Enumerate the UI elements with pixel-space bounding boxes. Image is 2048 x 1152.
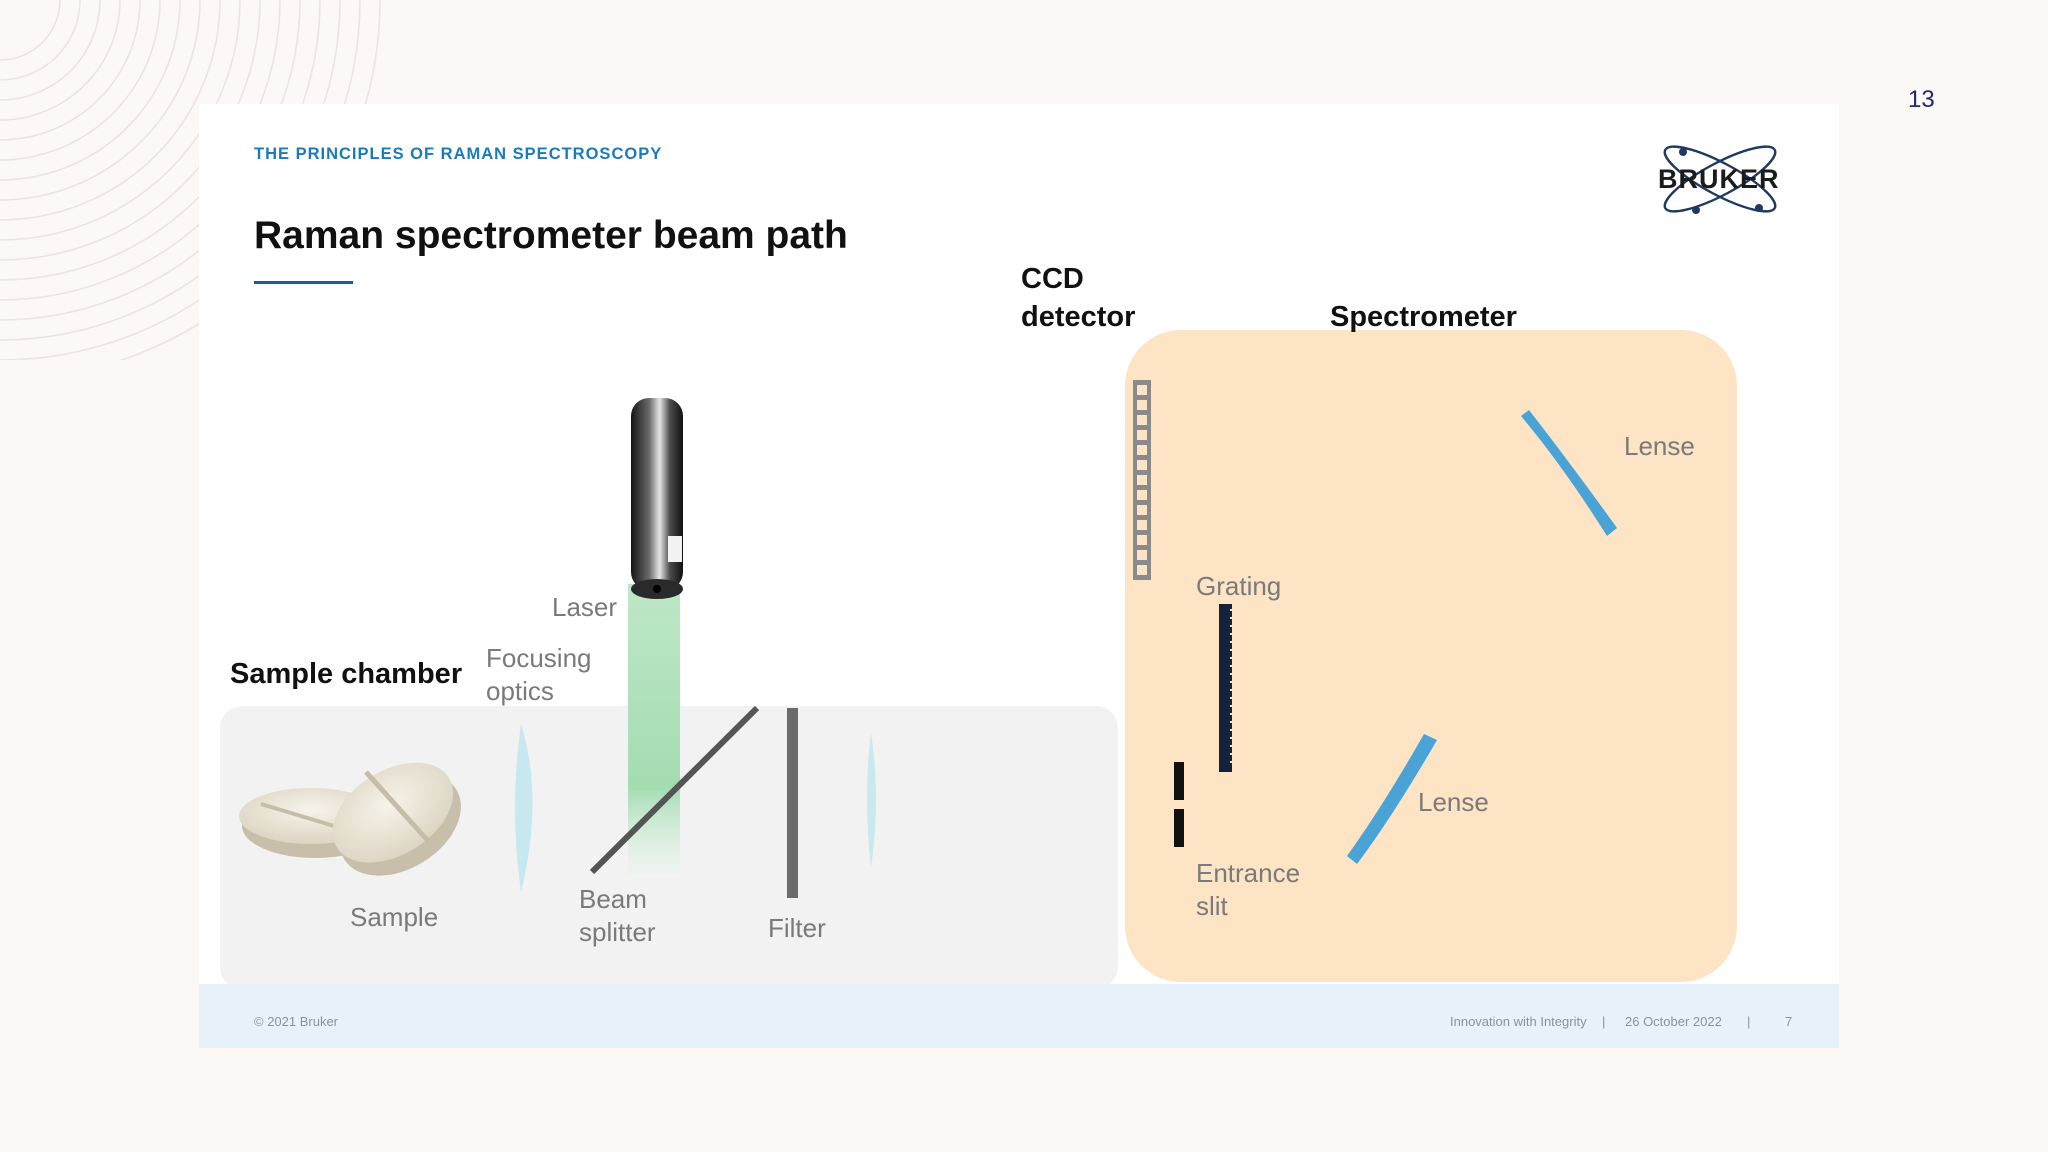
label-ccd-line1: CCD bbox=[1021, 263, 1084, 295]
label-filter: Filter bbox=[768, 913, 826, 943]
label-focusing-optics: Focusing optics bbox=[486, 642, 592, 708]
sample-pills-icon bbox=[239, 762, 461, 876]
section-heading: THE PRINCIPLES OF RAMAN SPECTROSCOPY bbox=[254, 145, 663, 163]
grating-icon bbox=[1219, 604, 1234, 772]
label-ccd-line2: detector bbox=[1021, 301, 1136, 333]
title-underline bbox=[254, 281, 353, 284]
label-entrance-line2: slit bbox=[1196, 891, 1228, 921]
label-beam-line1: Beam bbox=[579, 884, 647, 914]
footer-date: 26 October 2022 bbox=[1625, 1014, 1722, 1029]
label-beam-line2: splitter bbox=[579, 917, 656, 947]
label-focusing-line1: Focusing bbox=[486, 643, 592, 673]
label-sample: Sample bbox=[350, 902, 439, 932]
label-entrance-slit: Entrance slit bbox=[1196, 857, 1300, 923]
label-entrance-line1: Entrance bbox=[1196, 858, 1301, 888]
label-beam-splitter: Beam splitter bbox=[579, 883, 656, 949]
slide-footer bbox=[199, 984, 1839, 1048]
entrance-slit-icon bbox=[1174, 762, 1184, 847]
focusing-lens-icon bbox=[515, 724, 533, 892]
slide-title: Raman spectrometer beam path bbox=[254, 214, 848, 257]
footer-copyright: © 2021 Bruker bbox=[254, 1014, 339, 1029]
footer-separator-2: | bbox=[1747, 1014, 1751, 1029]
beam-path-diagram bbox=[220, 330, 1737, 984]
label-lense-bottom: Lense bbox=[1418, 787, 1489, 817]
page-number: 13 bbox=[1908, 86, 1935, 113]
footer-separator-1: | bbox=[1602, 1014, 1606, 1029]
beam-splitter-icon bbox=[589, 705, 760, 875]
bruker-logo-text: BRUKER bbox=[1658, 164, 1780, 194]
filter-icon bbox=[787, 708, 798, 898]
label-laser: Laser bbox=[552, 592, 618, 622]
footer-tagline: Innovation with Integrity bbox=[1450, 1014, 1587, 1029]
ccd-detector-icon bbox=[1133, 380, 1151, 580]
label-spectrometer: Spectrometer bbox=[1330, 301, 1517, 333]
label-focusing-line2: optics bbox=[486, 676, 554, 706]
label-ccd-detector: CCD detector bbox=[1021, 260, 1135, 336]
collection-lens-icon bbox=[867, 732, 876, 868]
bruker-logo-icon bbox=[1663, 145, 1777, 214]
lense-top-icon bbox=[1521, 410, 1617, 536]
label-sample-chamber: Sample chamber bbox=[230, 658, 463, 690]
slide: THE PRINCIPLES OF RAMAN SPECTROSCOPY Ram… bbox=[199, 104, 1839, 1048]
label-lense-top: Lense bbox=[1624, 431, 1695, 461]
label-grating: Grating bbox=[1196, 571, 1282, 601]
footer-slide-number: 7 bbox=[1785, 1014, 1793, 1029]
lense-bottom-icon bbox=[1347, 734, 1437, 864]
